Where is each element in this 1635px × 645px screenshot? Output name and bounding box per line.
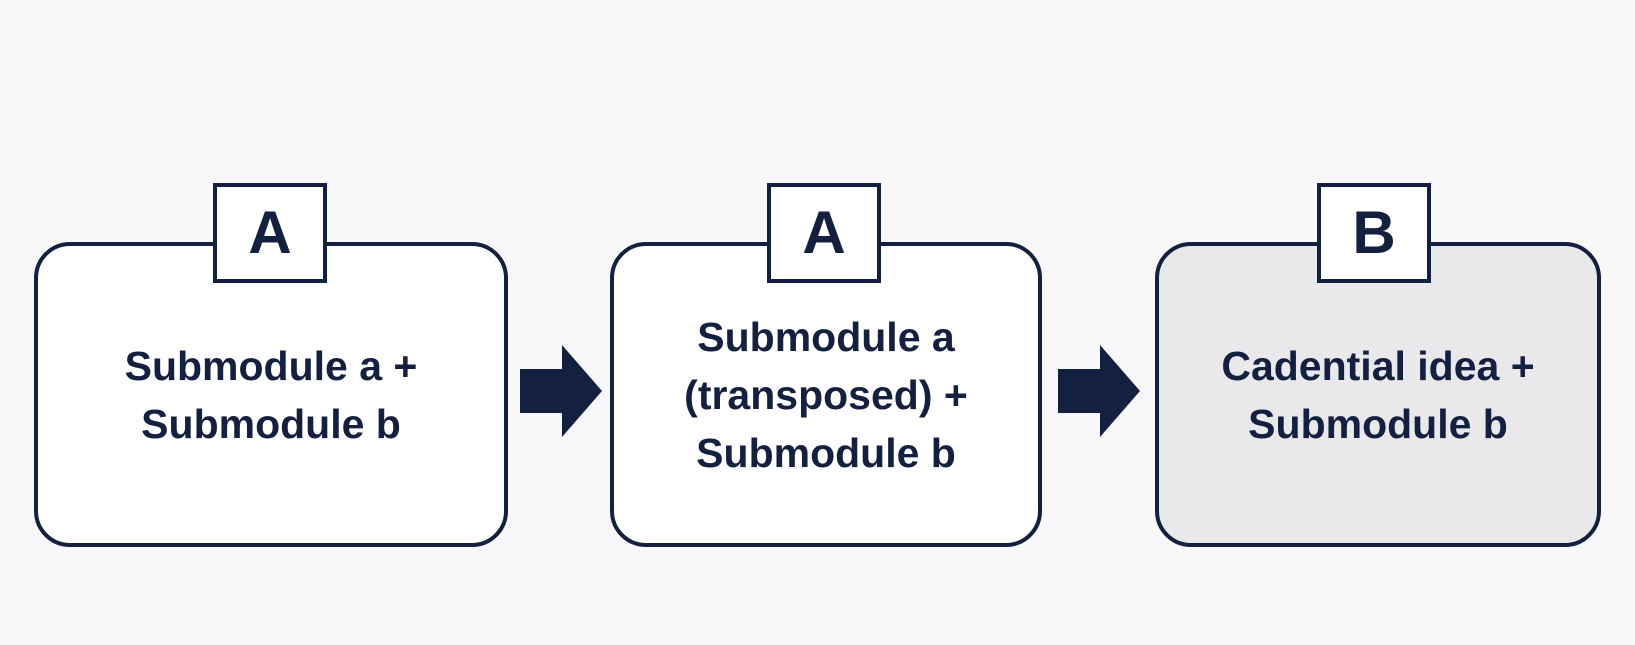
- step-1-line-1: Submodule a +: [124, 342, 418, 389]
- right-arrow-icon: [1058, 345, 1140, 437]
- step-1-tag: A: [213, 183, 327, 283]
- step-2-text: Submodule a (transposed) + Submodule b: [614, 308, 1038, 482]
- step-3-line-2: Submodule b: [1248, 400, 1508, 447]
- step-box-2: Submodule a (transposed) + Submodule b: [610, 242, 1042, 547]
- step-1-line-2: Submodule b: [141, 400, 401, 447]
- step-1-text: Submodule a + Submodule b: [38, 337, 504, 453]
- step-box-1: Submodule a + Submodule b: [34, 242, 508, 547]
- right-arrow-icon: [520, 345, 602, 437]
- step-3-text: Cadential idea + Submodule b: [1159, 337, 1597, 453]
- step-box-3: Cadential idea + Submodule b: [1155, 242, 1601, 547]
- step-2-line-3: Submodule b: [696, 429, 956, 476]
- step-3-tag: B: [1317, 183, 1431, 283]
- step-3-line-1: Cadential idea +: [1221, 342, 1535, 389]
- step-2-line-1: Submodule a: [697, 313, 955, 360]
- step-2-line-2: (transposed) +: [684, 371, 968, 418]
- step-2-tag: A: [767, 183, 881, 283]
